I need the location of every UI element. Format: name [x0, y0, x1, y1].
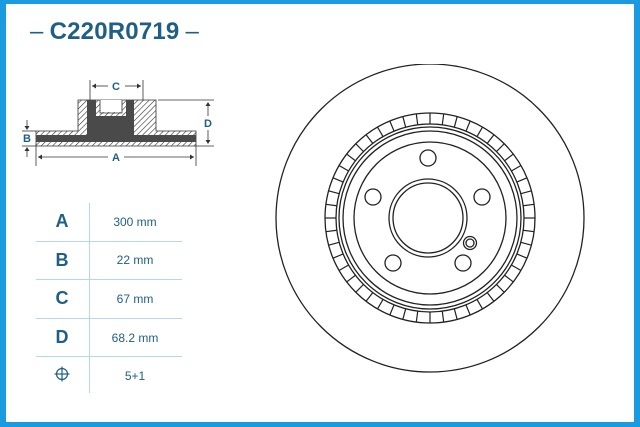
- spec-value: 22 mm: [116, 253, 154, 268]
- product-title: –C220R0719–: [24, 18, 205, 46]
- bolt-pattern-icon: [36, 366, 88, 387]
- spec-row-bolt-pattern: 5+1: [36, 357, 182, 395]
- spec-value: 5+1: [124, 369, 146, 384]
- spec-value: 68.2 mm: [111, 330, 159, 345]
- specs-table: A 300 mm B 22 mm C 67 mm D 68.2 mm 5+1: [36, 203, 182, 395]
- spec-key: A: [55, 211, 69, 232]
- dim-label-b: B: [23, 133, 31, 145]
- spec-row-b: B 22 mm: [36, 242, 182, 281]
- spec-row-c: C 67 mm: [36, 280, 182, 319]
- dim-label-c: C: [112, 81, 120, 93]
- product-card: [6, 4, 634, 422]
- dim-label-a: A: [112, 152, 120, 164]
- spec-value: 300 mm: [113, 214, 157, 229]
- spec-key: C: [55, 288, 69, 309]
- spec-row-d: D 68.2 mm: [36, 319, 182, 358]
- spec-key: B: [55, 249, 69, 270]
- spec-row-a: A 300 mm: [36, 203, 182, 242]
- title-dash-right: –: [185, 18, 200, 45]
- title-dash-left: –: [30, 18, 44, 45]
- spec-value: 67 mm: [116, 291, 154, 306]
- table-divider: [89, 203, 90, 393]
- disc-profile-diagram: C D B A: [22, 80, 214, 166]
- brake-disc-front-view: [275, 64, 585, 373]
- spec-key: D: [55, 327, 69, 348]
- product-code: C220R0719: [49, 18, 180, 45]
- dim-label-d: D: [204, 118, 212, 130]
